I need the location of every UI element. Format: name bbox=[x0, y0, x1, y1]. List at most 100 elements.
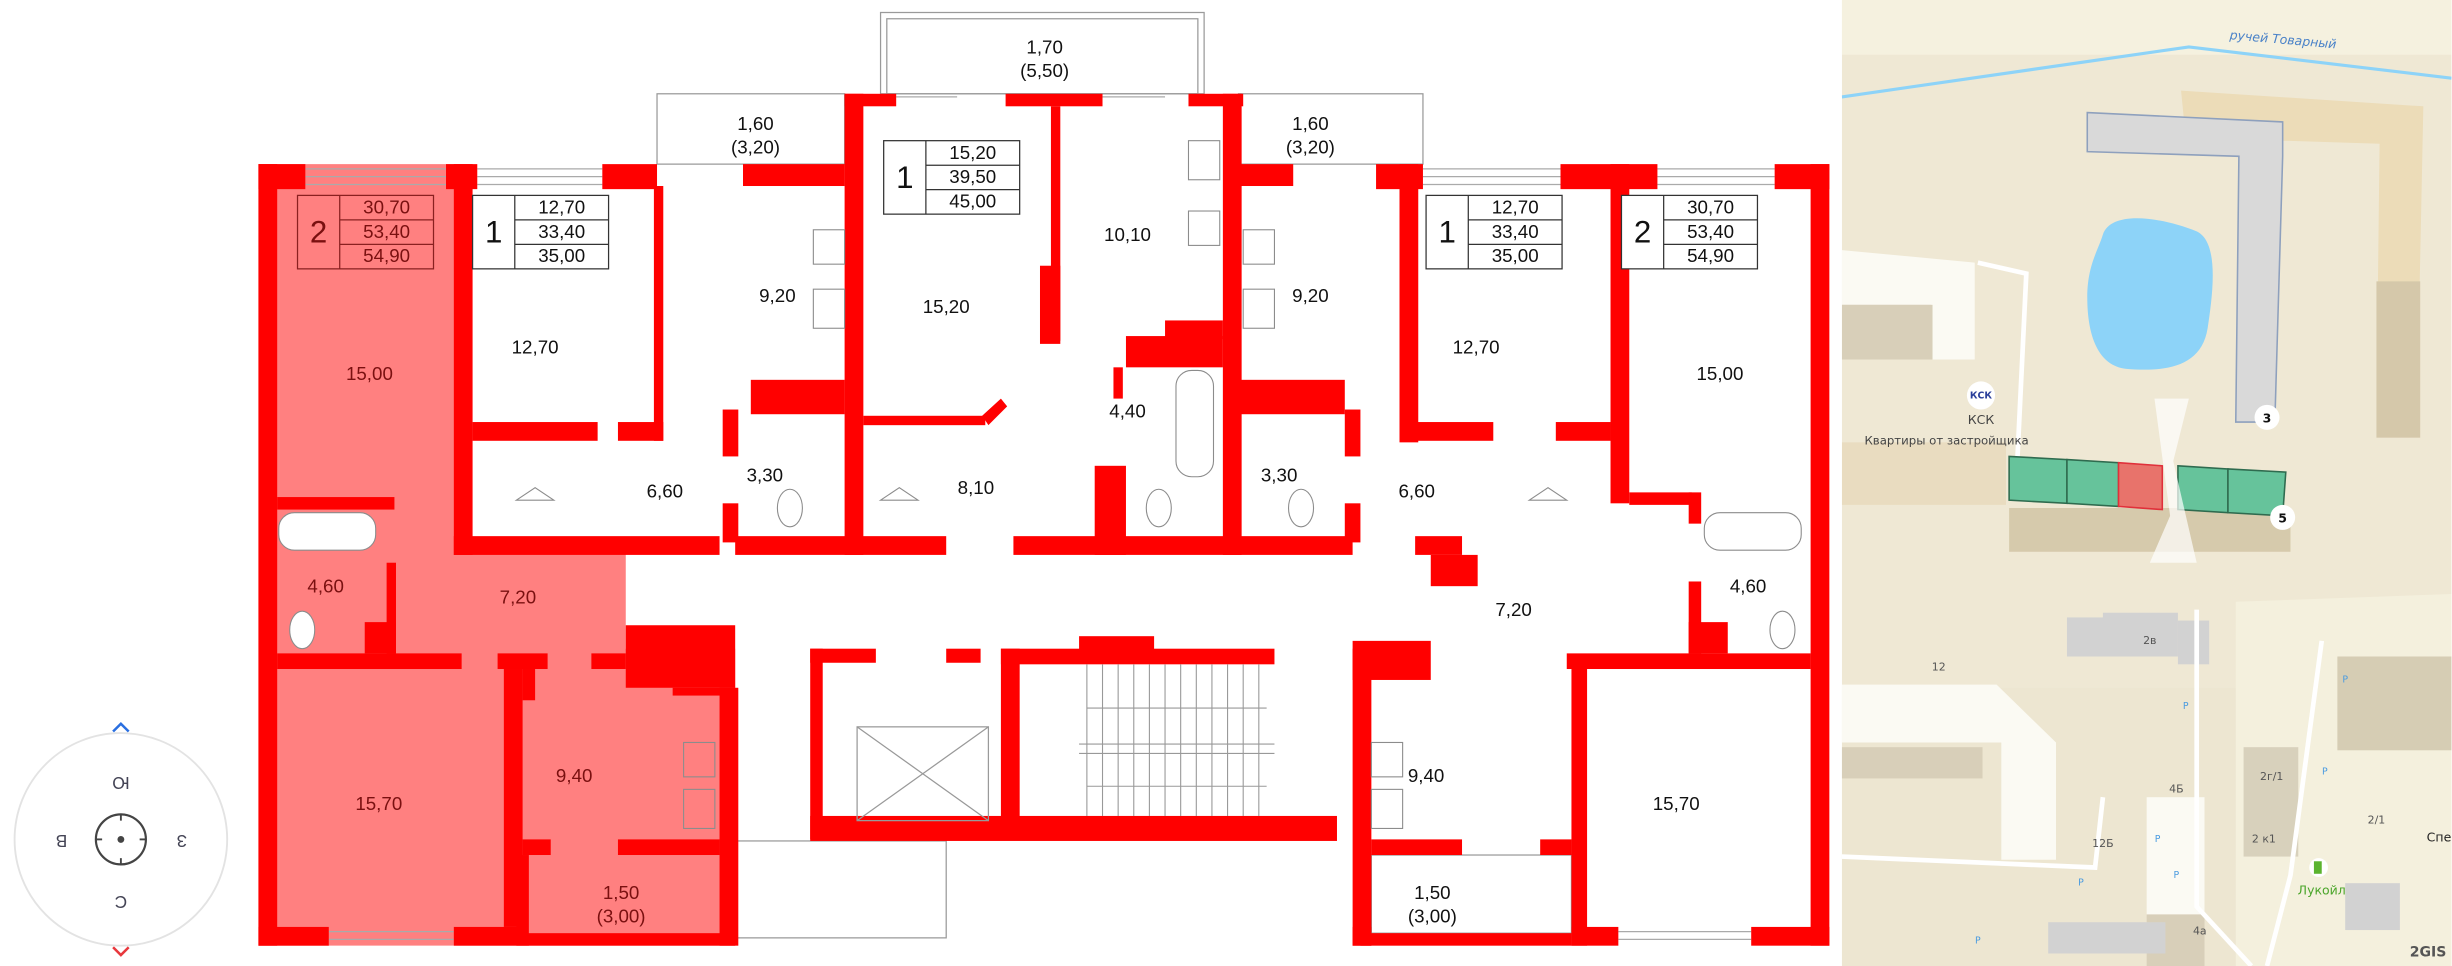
building-number[interactable]: 12Б bbox=[2092, 837, 2113, 850]
room-count: 2 bbox=[310, 215, 327, 250]
room-count: 2 bbox=[1634, 215, 1651, 250]
sink-icon bbox=[812, 229, 846, 265]
building-number[interactable]: 2г/1 bbox=[2260, 770, 2283, 783]
toilet-icon bbox=[1769, 610, 1796, 650]
room-area: 15,70 bbox=[1653, 793, 1700, 814]
living-area: 15,20 bbox=[949, 142, 996, 163]
total-area: 53,40 bbox=[1687, 221, 1734, 242]
building-number[interactable]: 12 bbox=[1932, 660, 1946, 673]
apartment-info-box[interactable]: 1 12,70 33,40 35,00 bbox=[1425, 194, 1563, 270]
room-area: 4,60 bbox=[307, 576, 344, 597]
room-area: 3,30 bbox=[1261, 465, 1298, 486]
sink-icon bbox=[1187, 210, 1221, 246]
living-area: 12,70 bbox=[1492, 197, 1539, 218]
parking-icons: P P P P P P P bbox=[1975, 674, 2348, 946]
staircase bbox=[1079, 664, 1275, 816]
toilet-icon bbox=[1287, 488, 1315, 528]
room-area: 7,20 bbox=[1495, 599, 1532, 620]
toilet-icon bbox=[1145, 488, 1172, 528]
floor-plan: 2 30,70 53,40 54,90 1 12,70 33,40 35,00 … bbox=[258, 11, 1830, 946]
compass[interactable]: Ю С В З bbox=[13, 721, 229, 957]
building-3[interactable] bbox=[2086, 111, 2284, 423]
site-map[interactable]: ручей Товарный К bbox=[1841, 0, 2452, 966]
parking-icon: P bbox=[2183, 701, 2189, 712]
stream-line bbox=[1841, 45, 2452, 99]
street-label: Спе bbox=[2427, 829, 2452, 844]
balcony-full-area: (3,00) bbox=[597, 905, 646, 926]
room-area: 15,20 bbox=[923, 296, 970, 317]
building-badge[interactable]: 5 bbox=[2278, 510, 2287, 525]
apartment-info-box[interactable]: 1 15,20 39,50 45,00 bbox=[883, 140, 1021, 215]
room-area: 15,00 bbox=[346, 363, 393, 384]
poi-name[interactable]: КСК bbox=[1968, 412, 1995, 427]
balcony-full-area: (3,00) bbox=[1408, 905, 1457, 926]
stove-icon bbox=[1187, 140, 1221, 181]
fuel-station-label[interactable]: Лукойл bbox=[2298, 882, 2346, 897]
2gis-logo: 2GIS bbox=[2410, 945, 2447, 961]
total-area: 53,40 bbox=[363, 221, 410, 242]
chevron-down-icon[interactable] bbox=[112, 946, 130, 957]
compass-right-label: З bbox=[177, 831, 187, 851]
room-area: 6,60 bbox=[1398, 480, 1435, 501]
bathtub-icon bbox=[1175, 369, 1215, 478]
windows bbox=[305, 96, 1775, 941]
bathtub-icon bbox=[278, 512, 377, 551]
living-area: 30,70 bbox=[1687, 197, 1734, 218]
sink-icon bbox=[1242, 229, 1276, 265]
building-badge[interactable]: 3 bbox=[2263, 410, 2272, 425]
chevron-up-icon[interactable] bbox=[112, 721, 130, 733]
bathtub-icon bbox=[1703, 512, 1802, 551]
area-with-balcony: 54,90 bbox=[363, 245, 410, 266]
compass-bottom-label: С bbox=[115, 892, 127, 912]
walls bbox=[258, 93, 1830, 946]
parking-icon: P bbox=[2342, 674, 2348, 685]
building-number[interactable]: 4Б bbox=[2169, 782, 2183, 795]
area-with-balcony: 54,90 bbox=[1687, 245, 1734, 266]
area-with-balcony: 35,00 bbox=[1492, 245, 1539, 266]
building-number[interactable]: 2/1 bbox=[2368, 814, 2386, 827]
balcony-area: 1,60 bbox=[1292, 113, 1329, 134]
view-cone bbox=[2149, 398, 2197, 563]
balcony-full-area: (3,20) bbox=[731, 136, 780, 157]
building-number[interactable]: 2в bbox=[2143, 634, 2156, 647]
building-section-selected bbox=[2117, 461, 2164, 511]
balcony-bottom-right bbox=[1370, 854, 1573, 934]
balcony-bottom-center bbox=[734, 840, 947, 939]
stove-icon bbox=[1242, 288, 1276, 329]
parking-icon: P bbox=[2155, 834, 2161, 845]
room-area: 10,10 bbox=[1104, 224, 1151, 245]
apartment-info-box[interactable]: 1 12,70 33,40 35,00 bbox=[471, 194, 610, 270]
room-area: 4,60 bbox=[1730, 576, 1767, 597]
compass-left-label: В bbox=[56, 831, 67, 851]
fixtures bbox=[278, 140, 1802, 829]
ksk-logo: КСК bbox=[1970, 391, 1993, 402]
room-area: 9,20 bbox=[1292, 285, 1329, 306]
sink-icon bbox=[683, 741, 716, 778]
apartment-info-box[interactable]: 2 30,70 53,40 54,90 bbox=[1620, 194, 1759, 270]
room-area: 15,00 bbox=[1696, 363, 1743, 384]
lake bbox=[2087, 218, 2213, 370]
apartment-info-box[interactable]: 2 30,70 53,40 54,90 bbox=[296, 194, 435, 270]
toilet-icon bbox=[289, 610, 316, 650]
balcony-full-area: (3,20) bbox=[1286, 136, 1335, 157]
selected-apartment-fill[interactable] bbox=[258, 164, 736, 946]
room-area: 15,70 bbox=[355, 793, 402, 814]
stove-icon bbox=[812, 288, 846, 329]
room-area: 7,20 bbox=[500, 587, 537, 608]
living-area: 12,70 bbox=[538, 197, 585, 218]
poi-subtitle[interactable]: Квартиры от застройщика bbox=[1864, 433, 2028, 447]
room-area: 9,40 bbox=[1408, 765, 1445, 786]
room-area: 4,40 bbox=[1109, 401, 1146, 422]
hanger-icon bbox=[514, 487, 556, 501]
balcony-full-area: (5,50) bbox=[1020, 60, 1069, 81]
total-area: 33,40 bbox=[1492, 221, 1539, 242]
stove-icon bbox=[683, 788, 716, 829]
room-area: 6,60 bbox=[647, 480, 683, 501]
building-number[interactable]: 4а bbox=[2193, 925, 2207, 938]
living-area: 30,70 bbox=[363, 197, 410, 218]
hanger-icon bbox=[878, 487, 920, 501]
compass-top-label: Ю bbox=[112, 773, 129, 793]
building-number[interactable]: 2 к1 bbox=[2252, 832, 2276, 845]
toilet-icon bbox=[776, 488, 803, 528]
